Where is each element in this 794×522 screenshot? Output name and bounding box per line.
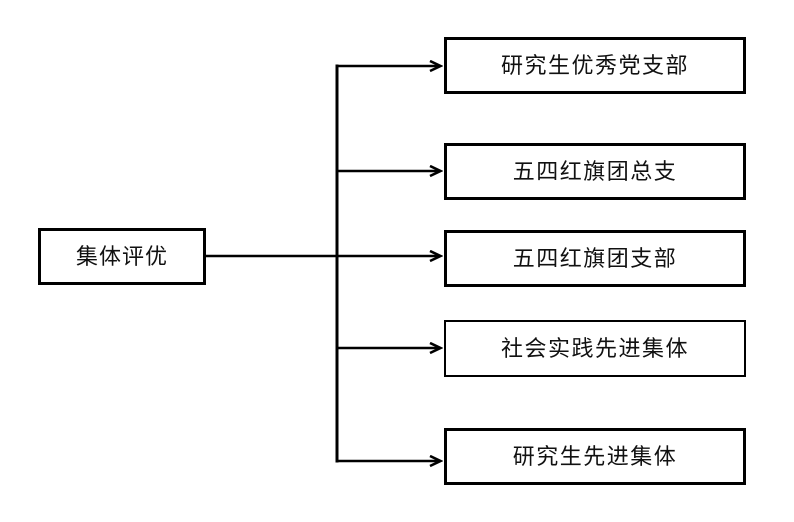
node-child-1[interactable]: 研究生优秀党支部 — [444, 37, 746, 94]
node-child-3-label: 五四红旗团支部 — [512, 245, 678, 271]
node-child-2-label: 五四红旗团总支 — [512, 158, 678, 184]
node-child-3[interactable]: 五四红旗团支部 — [444, 230, 746, 287]
node-child-1-label: 研究生优秀党支部 — [500, 52, 689, 78]
node-child-5[interactable]: 研究生先进集体 — [444, 428, 746, 485]
node-child-4-label: 社会实践先进集体 — [500, 335, 689, 361]
node-root[interactable]: 集体评优 — [38, 228, 206, 285]
node-child-4[interactable]: 社会实践先进集体 — [444, 320, 746, 377]
node-child-2[interactable]: 五四红旗团总支 — [444, 143, 746, 200]
node-root-label: 集体评优 — [75, 243, 168, 269]
node-child-5-label: 研究生先进集体 — [512, 443, 678, 469]
